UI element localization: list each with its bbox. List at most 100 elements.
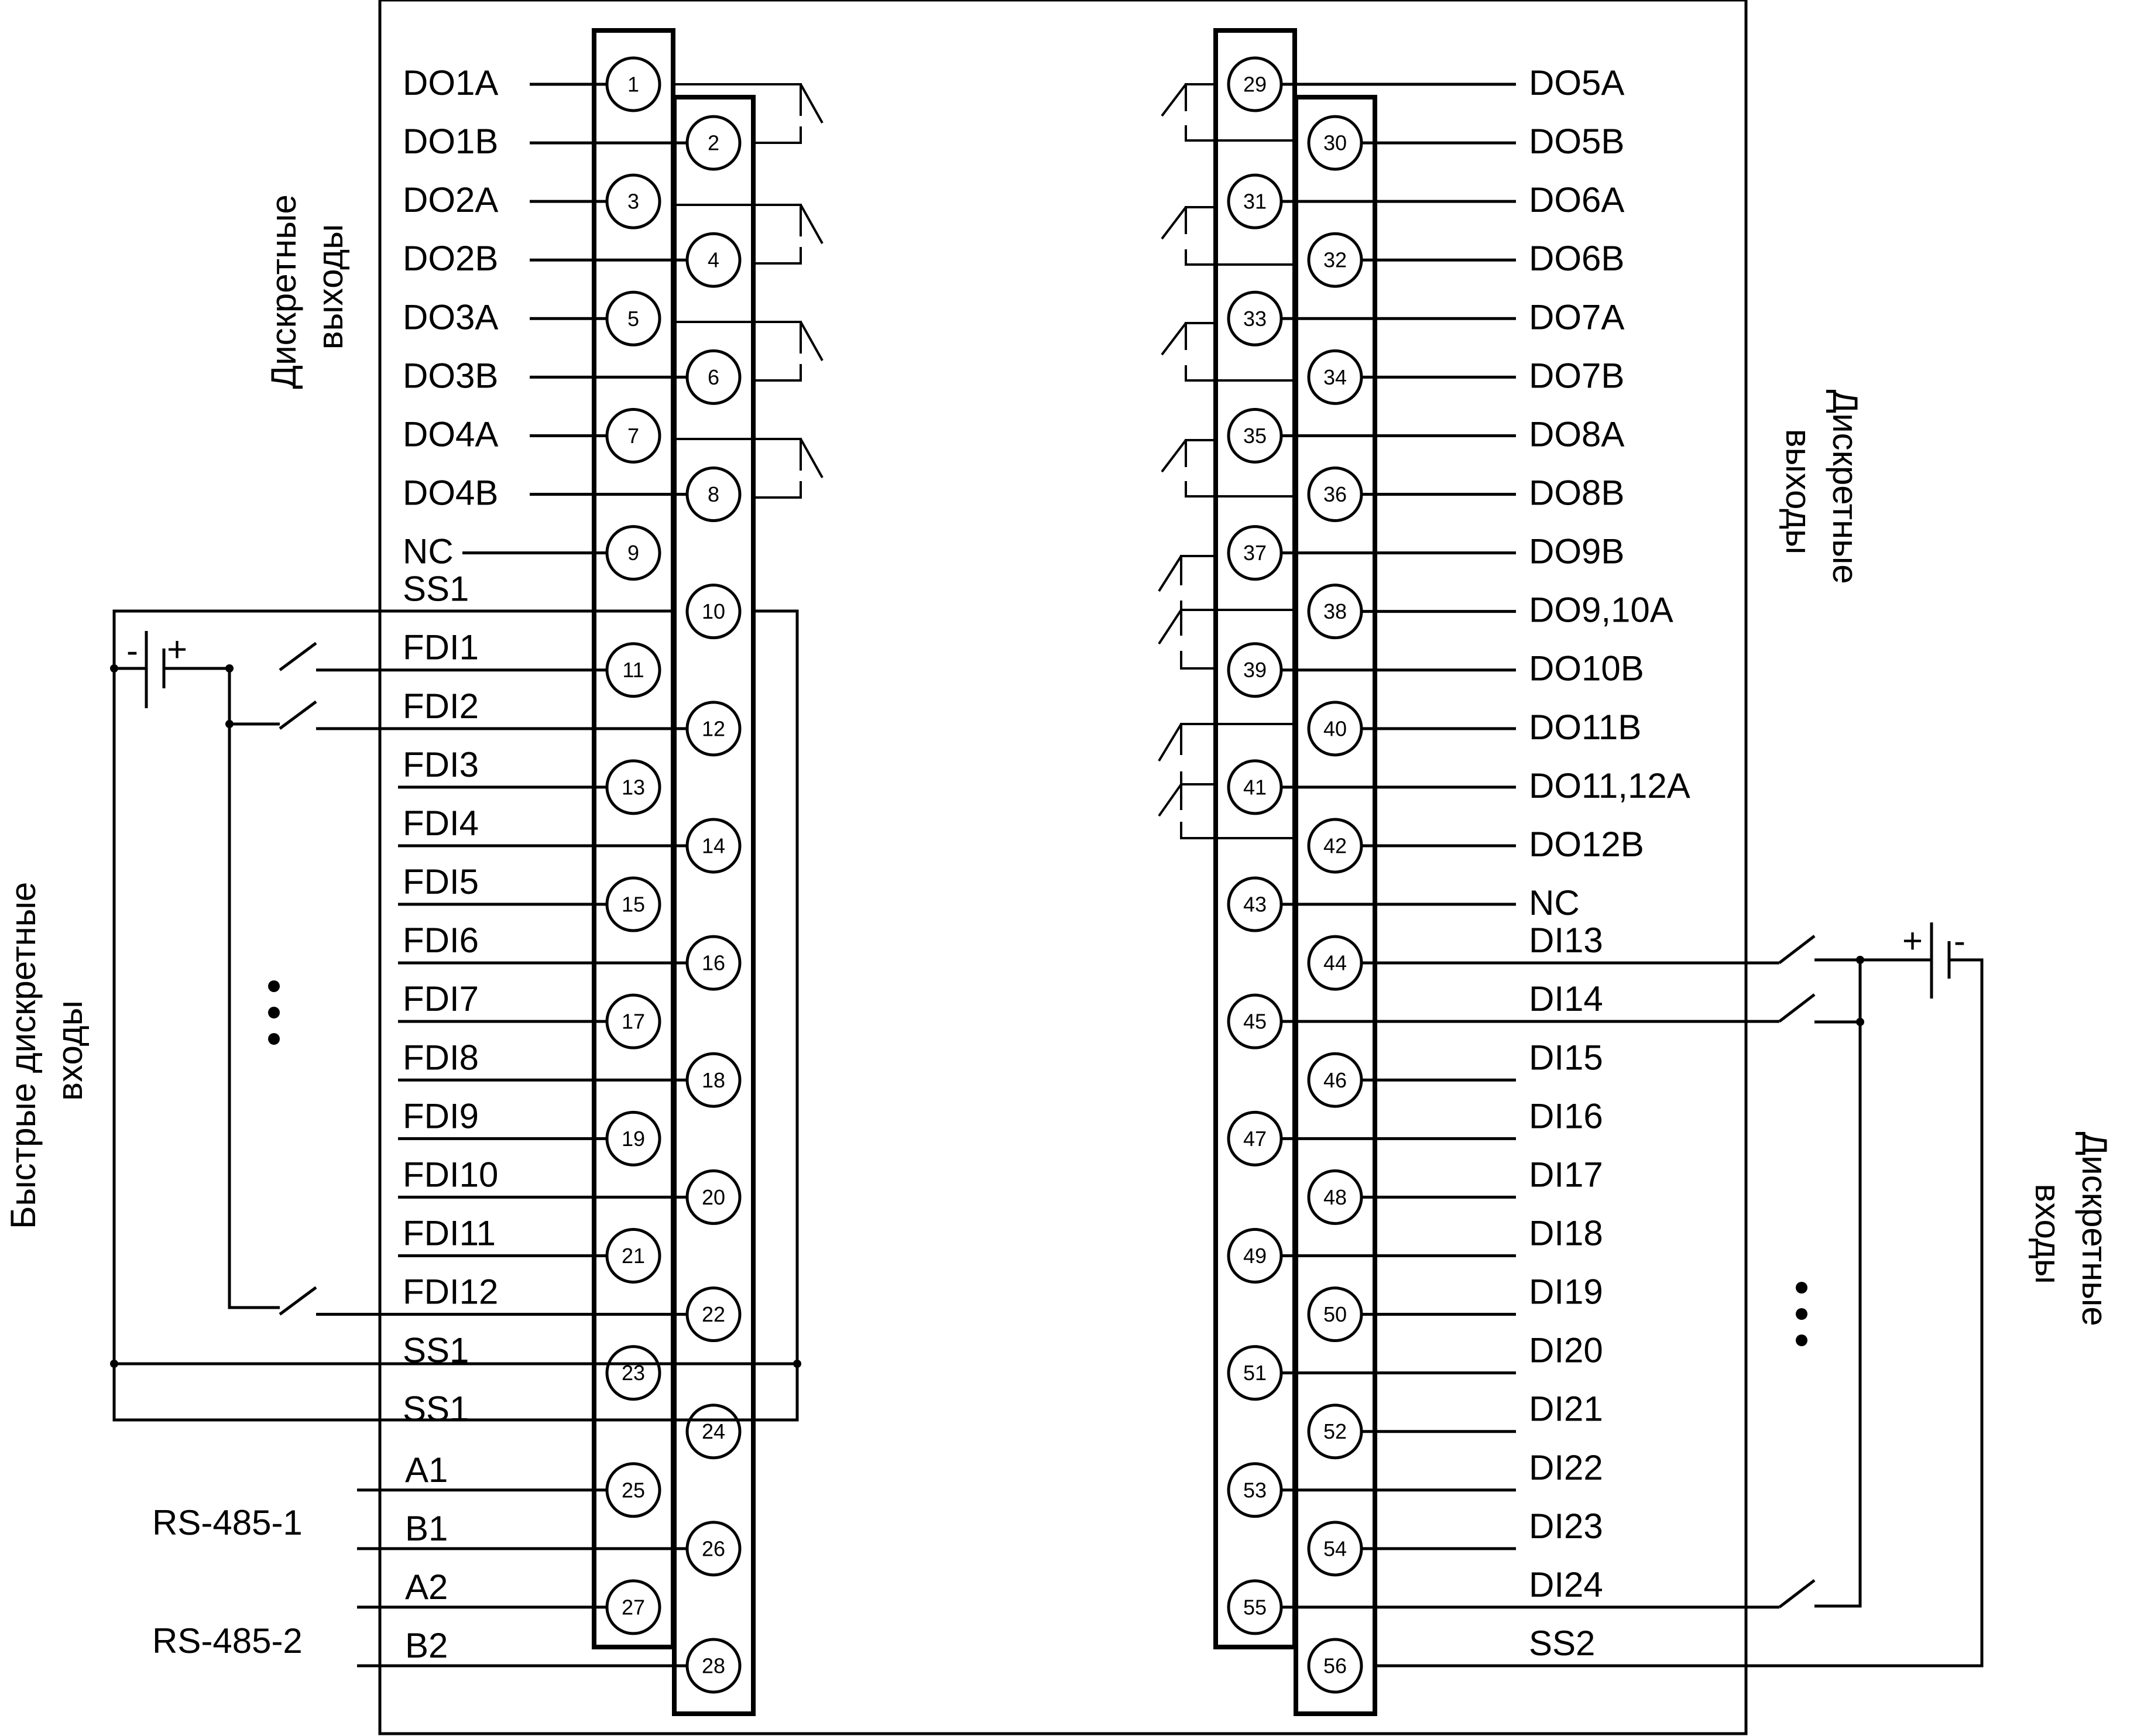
terminal-54[interactable] xyxy=(1307,1521,1363,1577)
terminal-number: 17 xyxy=(622,1010,645,1034)
terminal-56[interactable] xyxy=(1307,1638,1363,1694)
terminal-2[interactable] xyxy=(685,115,742,171)
terminal-16[interactable] xyxy=(685,935,742,991)
terminal-17[interactable] xyxy=(605,993,661,1049)
battery-minus-sign: - xyxy=(1954,921,1965,960)
terminal-7[interactable] xyxy=(605,407,661,464)
terminal-number: 16 xyxy=(702,951,725,975)
terminal-23[interactable] xyxy=(605,1345,661,1401)
terminal-50[interactable] xyxy=(1307,1286,1363,1343)
terminal-53[interactable] xyxy=(1227,1462,1283,1518)
terminal-20[interactable] xyxy=(685,1169,742,1225)
terminal-label: FDI5 xyxy=(403,862,479,901)
terminal-25[interactable] xyxy=(605,1462,661,1518)
terminal-9[interactable] xyxy=(605,525,661,581)
terminal-55[interactable] xyxy=(1227,1579,1283,1635)
terminal-number: 6 xyxy=(708,365,719,389)
terminal-label: DO12B xyxy=(1529,825,1644,864)
terminal-34[interactable] xyxy=(1307,349,1363,405)
terminal-4[interactable] xyxy=(685,232,742,288)
terminal-40[interactable] xyxy=(1307,701,1363,757)
terminal-42[interactable] xyxy=(1307,818,1363,874)
terminal-35[interactable] xyxy=(1227,407,1283,464)
terminal-49[interactable] xyxy=(1227,1227,1283,1284)
terminal-number: 12 xyxy=(702,716,725,740)
terminal-label: DO10B xyxy=(1529,649,1644,688)
terminal-38[interactable] xyxy=(1307,584,1363,640)
terminal-label: DO7A xyxy=(1529,297,1624,337)
terminal-label: SS1 xyxy=(403,569,469,609)
terminal-21[interactable] xyxy=(605,1227,661,1284)
terminal-10[interactable] xyxy=(685,584,742,640)
terminal-number: 37 xyxy=(1243,541,1267,565)
terminal-27[interactable] xyxy=(605,1579,661,1635)
terminal-41[interactable] xyxy=(1227,759,1283,815)
battery-plus-sign: + xyxy=(1902,921,1923,960)
terminal-label: DI14 xyxy=(1529,979,1603,1018)
terminal-number: 56 xyxy=(1323,1654,1347,1678)
terminal-1[interactable] xyxy=(605,56,661,112)
terminal-8[interactable] xyxy=(685,466,742,523)
terminal-label: DO3A xyxy=(403,297,498,337)
terminal-28[interactable] xyxy=(685,1638,742,1694)
switch-di-44 xyxy=(1778,935,1816,965)
terminal-label: DI21 xyxy=(1529,1390,1603,1429)
terminal-label: SS1 xyxy=(403,1390,469,1429)
terminal-label: DI17 xyxy=(1529,1155,1603,1194)
terminal-6[interactable] xyxy=(685,349,742,405)
terminal-number: 26 xyxy=(702,1536,725,1560)
terminal-15[interactable] xyxy=(605,876,661,932)
terminal-number: 40 xyxy=(1323,716,1347,740)
terminal-label: DI24 xyxy=(1529,1565,1603,1604)
terminal-39[interactable] xyxy=(1227,642,1283,698)
terminal-number: 43 xyxy=(1243,893,1267,917)
switch-fdi1 xyxy=(279,641,317,671)
terminal-52[interactable] xyxy=(1307,1404,1363,1460)
terminal-label: DO5A xyxy=(1529,63,1624,102)
terminal-46[interactable] xyxy=(1307,1052,1363,1108)
terminal-14[interactable] xyxy=(685,818,742,874)
right-inputs-title: Дискретные входы xyxy=(2028,1132,2114,1336)
terminal-13[interactable] xyxy=(605,759,661,815)
terminal-30[interactable] xyxy=(1307,115,1363,171)
terminal-5[interactable] xyxy=(605,290,661,346)
terminal-11[interactable] xyxy=(605,642,661,698)
terminal-label: FDI4 xyxy=(403,804,479,843)
terminal-label: DO9,10A xyxy=(1529,591,1673,630)
terminal-number: 9 xyxy=(627,541,639,565)
terminal-number: 34 xyxy=(1323,365,1347,389)
terminal-19[interactable] xyxy=(605,1110,661,1167)
terminal-48[interactable] xyxy=(1307,1169,1363,1225)
terminal-number: 41 xyxy=(1243,775,1267,799)
terminal-32[interactable] xyxy=(1307,232,1363,288)
terminal-22[interactable] xyxy=(685,1286,742,1343)
terminal-number: 27 xyxy=(622,1595,645,1619)
terminal-12[interactable] xyxy=(685,701,742,757)
terminal-31[interactable] xyxy=(1227,173,1283,229)
terminal-29[interactable] xyxy=(1227,56,1283,112)
terminal-3[interactable] xyxy=(605,173,661,229)
terminal-label: DI23 xyxy=(1529,1507,1603,1546)
terminal-45[interactable] xyxy=(1227,993,1283,1049)
terminal-37[interactable] xyxy=(1227,525,1283,581)
terminal-33[interactable] xyxy=(1227,290,1283,346)
terminal-44[interactable] xyxy=(1307,935,1363,991)
terminal-number: 33 xyxy=(1243,307,1267,331)
terminal-26[interactable] xyxy=(685,1521,742,1577)
terminal-43[interactable] xyxy=(1227,876,1283,932)
terminal-51[interactable] xyxy=(1227,1345,1283,1401)
terminal-18[interactable] xyxy=(685,1052,742,1108)
terminal-number: 42 xyxy=(1323,833,1347,857)
battery-minus-sign: - xyxy=(126,631,138,670)
switch-di-55 xyxy=(1778,1579,1816,1608)
terminal-47[interactable] xyxy=(1227,1110,1283,1167)
left-relay-contacts xyxy=(673,83,824,499)
terminal-label: DO3B xyxy=(403,356,498,395)
title-line: Дискретные xyxy=(2075,1132,2114,1326)
terminal-36[interactable] xyxy=(1307,466,1363,523)
terminal-label: DO1B xyxy=(403,122,498,161)
terminal-number: 20 xyxy=(702,1185,725,1209)
terminal-label: FDI9 xyxy=(403,1096,479,1135)
terminal-number: 5 xyxy=(627,307,639,331)
terminal-24[interactable] xyxy=(685,1404,742,1460)
